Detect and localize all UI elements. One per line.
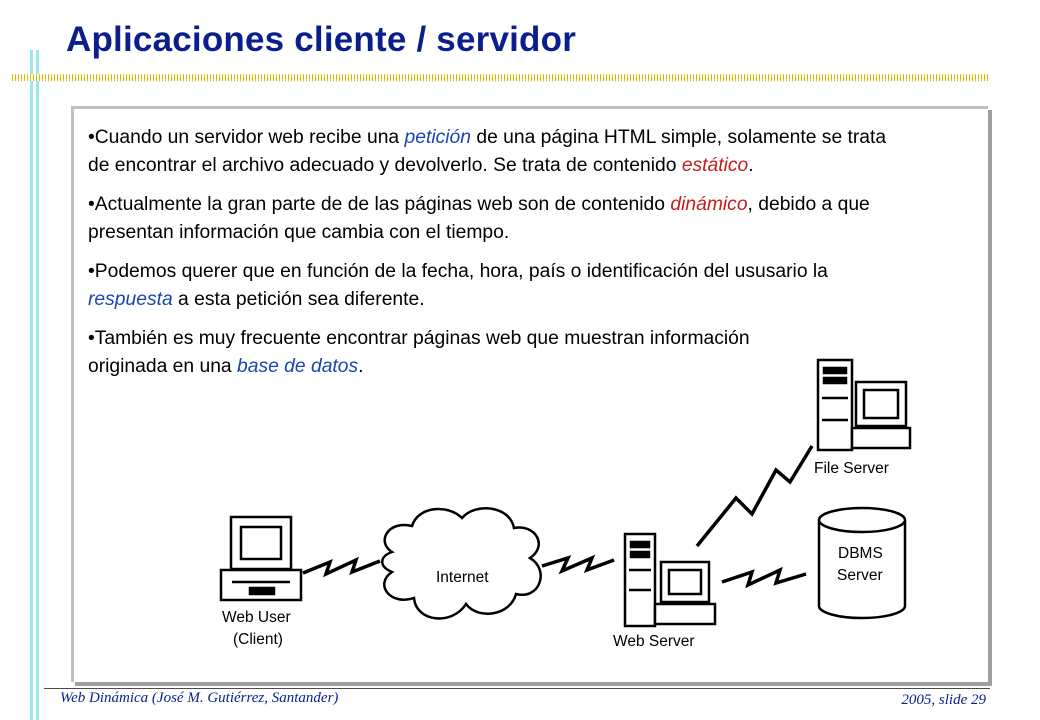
server-tower-icon bbox=[816, 358, 912, 452]
accent-bar-left-1 bbox=[30, 50, 33, 720]
bullet-list: •Cuando un servidor web recibe una petic… bbox=[88, 124, 908, 392]
bullet-item: •Podemos querer que en función de la fec… bbox=[88, 261, 828, 310]
dbms-label-2: Server bbox=[837, 567, 883, 584]
server-tower-icon bbox=[623, 532, 717, 628]
dbms-label-1: DBMS bbox=[838, 545, 883, 562]
footer-author: Web Dinámica (José M. Gutiérrez, Santand… bbox=[60, 690, 339, 706]
client-computer-icon bbox=[219, 515, 303, 602]
cloud-icon bbox=[381, 507, 542, 620]
client-label-1: Web User bbox=[222, 609, 291, 626]
file-server-label: File Server bbox=[814, 460, 889, 477]
bullet-item: •Actualmente la gran parte de de las pág… bbox=[88, 194, 870, 243]
database-cylinder-icon bbox=[817, 506, 907, 620]
accent-bar-left-2 bbox=[36, 50, 39, 720]
footer-divider bbox=[44, 688, 990, 689]
lightning-link-icon bbox=[302, 556, 381, 578]
slide-title: Aplicaciones cliente / servidor bbox=[66, 20, 577, 59]
web-server-label: Web Server bbox=[613, 633, 695, 650]
cloud-label: Internet bbox=[436, 569, 489, 586]
lightning-link-icon bbox=[541, 554, 615, 575]
footer-slide-number: 2005, slide 29 bbox=[901, 692, 986, 708]
lightning-link-icon bbox=[721, 566, 807, 589]
bullet-item: •Cuando un servidor web recibe una petic… bbox=[88, 127, 887, 176]
title-underline-stripe bbox=[12, 74, 988, 81]
bullet-item: •También es muy frecuente encontrar pági… bbox=[88, 328, 750, 377]
client-label-2: (Client) bbox=[233, 631, 283, 648]
lightning-link-icon bbox=[695, 445, 814, 548]
